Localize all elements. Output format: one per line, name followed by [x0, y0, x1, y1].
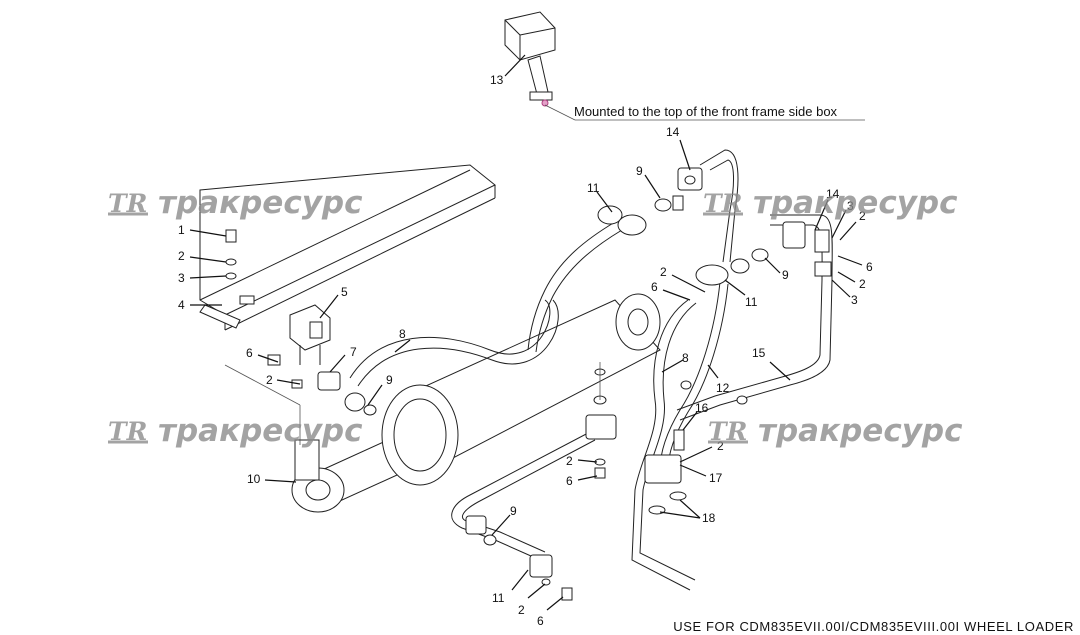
callout-18: 18 — [702, 511, 716, 525]
watermark-1: TR тракресурс — [108, 185, 363, 221]
callout-17: 17 — [709, 471, 723, 485]
leader-lines — [189, 54, 863, 611]
callout-6: 6 — [246, 346, 253, 360]
footer-model-note: USE FOR CDM835EVII.00I/CDM835EVIII.00I W… — [673, 619, 1074, 634]
watermarks: TR тракресурс TR тракресурс TR тракресур… — [108, 185, 963, 449]
callout-15: 15 — [752, 346, 766, 360]
watermark-4: TR тракресурс — [708, 413, 963, 449]
watermark-2: TR тракресурс — [703, 185, 958, 221]
callout-2: 2 — [717, 439, 724, 453]
svg-text:тракресурс: тракресурс — [758, 413, 963, 449]
callout-13: 13 — [490, 73, 504, 87]
svg-text:тракресурс: тракресурс — [158, 185, 363, 221]
callout-9: 9 — [510, 504, 517, 518]
hose-upper — [349, 299, 559, 387]
callout-labels: 1 2 3 4 5 6 2 7 8 9 10 11 9 13 14 14 3 2… — [178, 73, 873, 628]
callout-8: 8 — [399, 327, 406, 341]
callout-4: 4 — [178, 298, 185, 312]
fittings — [225, 167, 832, 601]
callout-2: 2 — [660, 265, 667, 279]
bracket-13 — [504, 11, 556, 107]
watermark-3: TR тракресурс — [108, 413, 363, 449]
callout-2: 2 — [178, 249, 185, 263]
callout-2: 2 — [566, 454, 573, 468]
callout-14: 14 — [826, 187, 840, 201]
routing-lines — [224, 104, 865, 445]
callout-9: 9 — [782, 268, 789, 282]
tube-upper-loop — [527, 149, 739, 353]
callout-8: 8 — [682, 351, 689, 365]
callout-1: 1 — [178, 223, 185, 237]
callout-11: 11 — [492, 591, 505, 605]
callout-16: 16 — [695, 401, 709, 415]
callout-11: 11 — [745, 295, 758, 309]
hydraulic-cylinder — [291, 293, 661, 513]
callout-6: 6 — [566, 474, 573, 488]
callout-3: 3 — [851, 293, 858, 307]
callout-3: 3 — [178, 271, 185, 285]
svg-text:тракресурс: тракресурс — [158, 413, 363, 449]
svg-text:тракресурс: тракресурс — [753, 185, 958, 221]
front-frame-beam — [199, 164, 496, 331]
callout-7: 7 — [350, 345, 357, 359]
callout-12: 12 — [716, 381, 730, 395]
callout-11: 11 — [587, 181, 600, 195]
callout-2: 2 — [266, 373, 273, 387]
callout-6: 6 — [651, 280, 658, 294]
callout-14: 14 — [666, 125, 680, 139]
callout-3: 3 — [847, 199, 854, 213]
tube-15 — [676, 214, 833, 421]
tube-lower — [451, 431, 596, 561]
callout-9: 9 — [386, 373, 393, 387]
callout-10: 10 — [247, 472, 261, 486]
callout-9: 9 — [636, 164, 643, 178]
callout-5: 5 — [341, 285, 348, 299]
clamp-5 — [289, 304, 331, 365]
callout-2: 2 — [859, 277, 866, 291]
callout-2: 2 — [859, 209, 866, 223]
callout-6: 6 — [537, 614, 544, 628]
callout-6: 6 — [866, 260, 873, 274]
mounting-note: Mounted to the top of the front frame si… — [574, 104, 838, 119]
callout-2: 2 — [518, 603, 525, 617]
